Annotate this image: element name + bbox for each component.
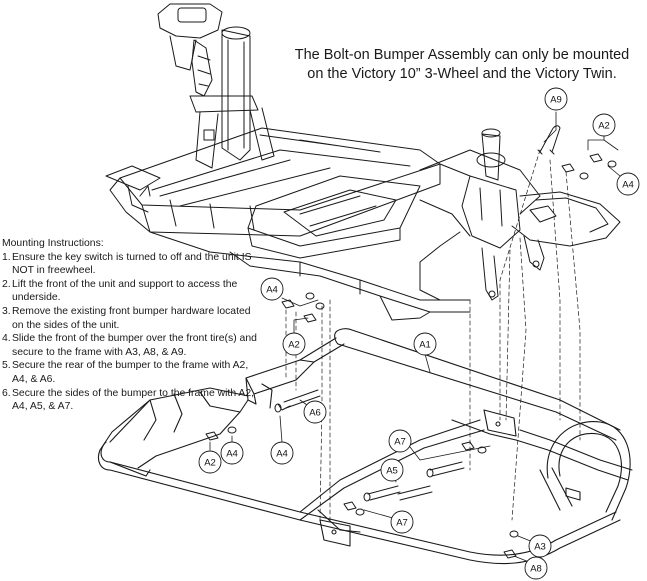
callout-a4-top: A4 [616,172,640,196]
callout-a4-left: A4 [220,441,244,465]
scooter-frame [105,3,621,321]
step-number: 4. [2,333,11,345]
callout-a2-left: A2 [198,450,222,474]
step-number: 3. [2,305,11,317]
svg-text:A4: A4 [226,449,238,460]
step-text: Remove the existing front bumper hardwar… [12,305,251,331]
callout-a5: A5 [380,458,404,482]
svg-text:A6: A6 [309,408,321,419]
callout-a9: A9 [544,87,568,111]
svg-text:A2: A2 [288,340,300,351]
alignment-lines [285,149,581,521]
callouts: A9 A2 A4 A4 A2 A1 A6 A4 A4 A2 A7 A5 A7 A… [198,87,640,580]
callout-a7-top: A7 [388,429,412,453]
step-number: 1. [2,251,11,263]
instruction-step: 2.Lift the front of the unit and support… [2,278,264,305]
svg-text:A7: A7 [396,518,408,529]
svg-text:A7: A7 [394,437,406,448]
compatibility-note: The Bolt-on Bumper Assembly can only be … [284,46,640,84]
svg-text:A2: A2 [598,121,610,132]
svg-text:A3: A3 [534,542,546,553]
instructions-heading: Mounting Instructions: [2,238,104,249]
svg-text:A4: A4 [622,180,634,191]
step-number: 2. [2,278,11,290]
callout-a2-mid: A2 [282,332,306,356]
callout-a4-mid: A4 [260,277,284,301]
step-text: Secure the sides of the bumper to the fr… [12,387,255,413]
instruction-step: 5.Secure the rear of the bumper to the f… [2,359,264,386]
callout-a3: A3 [528,534,552,558]
instruction-step: 3.Remove the existing front bumper hardw… [2,305,264,332]
step-number: 5. [2,360,11,372]
svg-text:A4: A4 [266,285,278,296]
instruction-step: 6.Secure the sides of the bumper to the … [2,387,264,414]
mounting-instructions: Mounting Instructions: 1.Ensure the key … [2,237,264,414]
step-text: Lift the front of the unit and support t… [12,278,238,304]
callout-a2-top: A2 [592,113,616,137]
step-number: 6. [2,387,11,399]
svg-text:A9: A9 [550,95,562,106]
svg-text:A2: A2 [204,458,216,469]
callout-a1: A1 [413,332,437,356]
svg-text:A1: A1 [419,340,431,351]
callout-a8: A8 [524,556,548,580]
callout-a4-low: A4 [270,441,294,465]
instructions-list: 1.Ensure the key switch is turned to off… [2,251,264,414]
svg-text:A8: A8 [530,564,542,575]
instruction-step: 1.Ensure the key switch is turned to off… [2,251,264,278]
compatibility-note-line-2: on the Victory 10” 3-Wheel and the Victo… [307,66,617,82]
instruction-step: 4.Slide the front of the bumper over the… [2,332,264,359]
step-text: Ensure the key switch is turned to off a… [12,251,252,277]
step-text: Slide the front of the bumper over the f… [12,333,257,358]
hardware [205,125,617,559]
callout-a7-low: A7 [390,510,414,534]
step-text: Secure the rear of the bumper to the fra… [12,360,249,385]
svg-text:A4: A4 [276,449,288,460]
callout-a6: A6 [303,400,327,424]
compatibility-note-line-1: The Bolt-on Bumper Assembly can only be … [294,47,630,63]
svg-text:A5: A5 [386,466,398,477]
